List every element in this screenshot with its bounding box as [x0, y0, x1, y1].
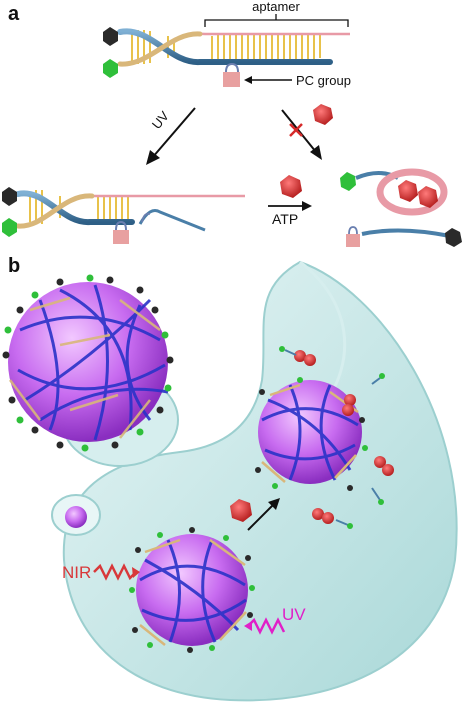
atp-label: ATP — [272, 211, 298, 227]
blocked-arrow — [281, 109, 322, 160]
uv-arrow — [146, 107, 196, 165]
released-strand — [346, 226, 462, 247]
uv-cell-label: UV — [282, 605, 306, 624]
black-cap-icon — [103, 27, 118, 46]
panel-b-label: b — [8, 255, 20, 277]
pc-lock-icon — [346, 234, 360, 247]
green-cap-icon — [2, 218, 17, 237]
release-arrow — [247, 498, 280, 531]
atp-molecule-icon — [398, 180, 418, 202]
nir-label: NIR — [62, 563, 91, 582]
atp-molecule-icon — [230, 499, 252, 522]
nanoparticle-outside — [2, 274, 174, 452]
uv-arrow-label: UV — [149, 108, 172, 132]
aptamer-label: aptamer — [252, 0, 300, 14]
uv-cleaved-duplex — [2, 187, 245, 244]
green-cap-icon — [340, 172, 356, 191]
atp-molecule-icon — [280, 175, 302, 198]
atp-arrow — [268, 201, 312, 211]
panel-a-label: a — [8, 3, 20, 25]
atp-molecule-icon — [313, 104, 333, 125]
green-cap-icon — [103, 59, 118, 78]
pc-group-label: PC group — [296, 73, 351, 88]
nanoparticle-irradiated — [129, 527, 255, 653]
panel-a: a aptamer — [2, 0, 462, 247]
aptamer-bracket — [204, 14, 349, 27]
uv-wave-icon — [244, 617, 286, 635]
atp-molecule-icon — [418, 186, 438, 208]
released-complexes — [279, 346, 394, 529]
pc-group-lock-icon — [223, 62, 240, 87]
black-cap-icon — [2, 187, 17, 206]
aptamer-atp-complex — [340, 168, 448, 216]
small-nanoparticle — [65, 506, 87, 528]
panel-b: b — [2, 255, 458, 702]
top-dna-duplex — [103, 27, 350, 78]
black-cap-icon — [445, 228, 462, 247]
nir-wave-icon — [93, 563, 140, 581]
cleaved-pc-lock-icon — [113, 230, 129, 244]
